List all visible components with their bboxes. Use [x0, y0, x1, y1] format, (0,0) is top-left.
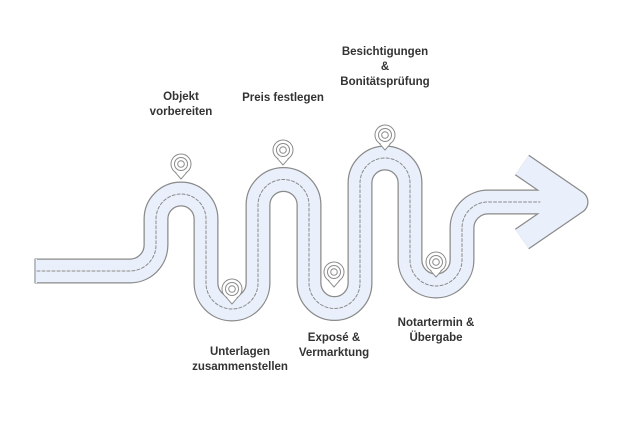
step-label-expose: Exposé & Vermarktung — [264, 331, 404, 361]
road-centerline — [36, 157, 541, 310]
step-label-objekt-vorbereiten: Objekt vorbereiten — [111, 90, 251, 120]
location-pin-icon — [221, 278, 243, 305]
label-line: & — [380, 61, 390, 73]
label-line: zusammenstellen — [192, 361, 288, 373]
label-line: Unterlagen — [209, 346, 271, 358]
label-line: vorbereiten — [149, 106, 213, 118]
label-line: Preis festlegen — [242, 92, 324, 104]
label-line: Bonitätsprüfung — [340, 76, 430, 88]
step-label-unterlagen: Unterlagen zusammenstellen — [170, 345, 310, 375]
location-pin-icon — [323, 261, 345, 288]
label-line: Objekt — [163, 91, 199, 103]
step-label-preis: Preis festlegen — [213, 91, 353, 106]
label-line: Besichtigungen — [341, 46, 429, 58]
step-label-besichtigungen: Besichtigungen & Bonitätsprüfung — [315, 45, 455, 90]
road-fill — [35, 146, 588, 321]
label-line: Übergabe — [409, 332, 463, 344]
label-line: Exposé & — [307, 332, 361, 344]
step-label-notartermin: Notartermin & Übergabe — [366, 316, 506, 346]
location-pin-icon — [272, 139, 294, 166]
label-line: Notartermin & — [397, 317, 475, 329]
location-pin-icon — [425, 251, 447, 278]
label-line: Vermarktung — [298, 347, 370, 359]
location-pin-icon — [374, 124, 396, 151]
location-pin-icon — [170, 153, 192, 180]
